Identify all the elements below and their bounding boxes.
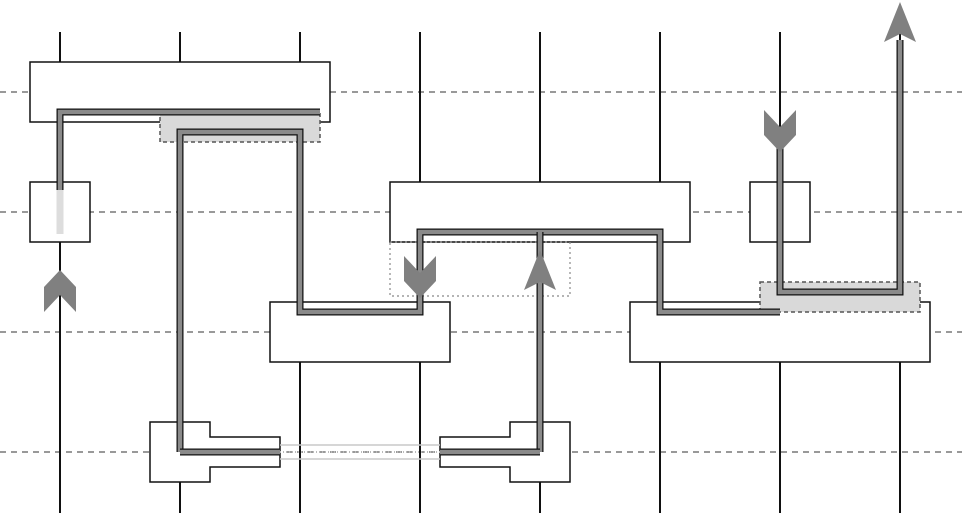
arrow-up-right-icon <box>884 2 916 42</box>
path-4 <box>777 40 903 295</box>
shaded-regions <box>159 111 921 313</box>
path-2 <box>177 129 780 452</box>
path-4-outline <box>776 40 904 296</box>
arrow-down-right-icon <box>764 110 796 152</box>
arrow-down-middle-icon <box>404 256 436 298</box>
dashed-rows <box>0 91 962 453</box>
path-1 <box>57 109 320 190</box>
dotted-region <box>389 241 571 297</box>
shade-top <box>159 111 321 143</box>
bottom-faint-link <box>280 444 440 460</box>
arrow-up-middle-icon <box>524 250 556 290</box>
arrows <box>44 2 916 312</box>
path-2-outline <box>176 128 780 452</box>
arrow-up-left-icon <box>44 270 76 312</box>
shade-right <box>759 281 921 313</box>
